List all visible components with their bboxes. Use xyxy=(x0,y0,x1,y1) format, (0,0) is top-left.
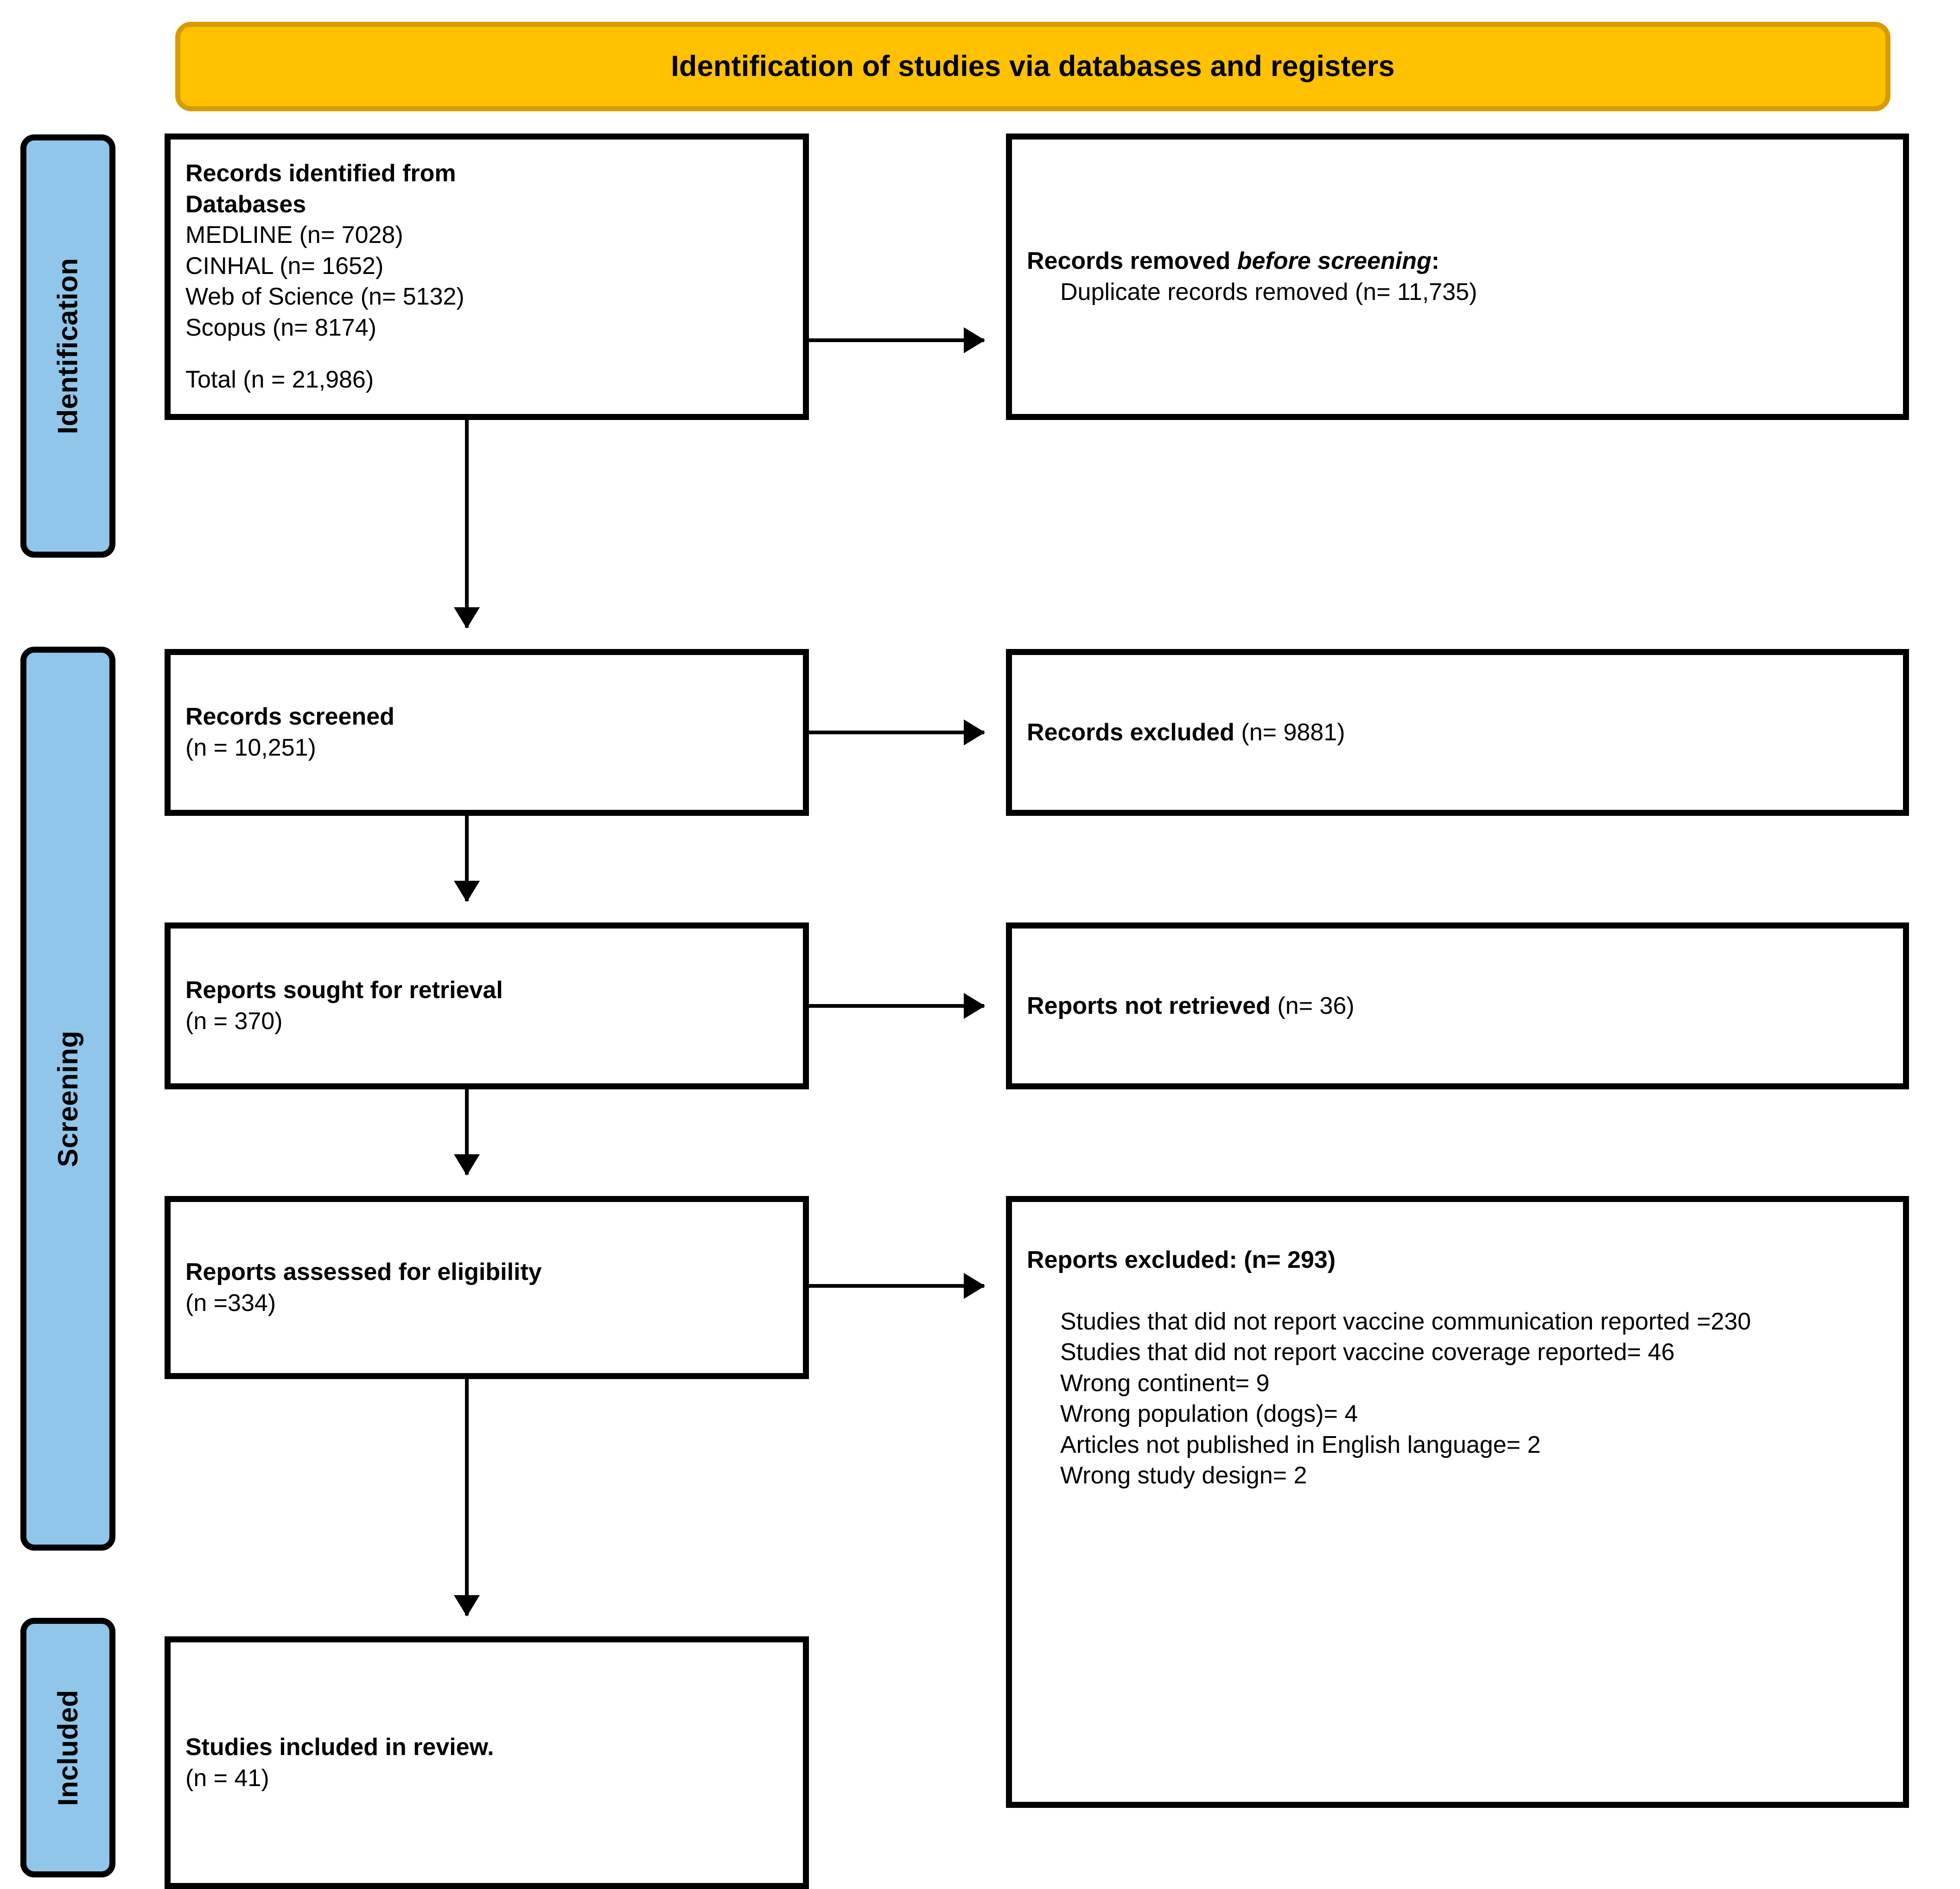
reports-not-retrieved-count: (n= 36) xyxy=(1277,992,1355,1019)
box-reports-excluded-detail: Reports excluded: (n= 293) Studies that … xyxy=(1006,1196,1909,1808)
stage-label-included: Included xyxy=(52,1689,83,1806)
studies-included-heading: Studies included in review. xyxy=(185,1733,494,1761)
records-excluded-count: (n= 9881) xyxy=(1241,719,1345,746)
reports-not-retrieved-heading: Reports not retrieved xyxy=(1027,992,1278,1019)
arrow-identified-to-screened xyxy=(465,420,469,628)
box-records-removed-before-screening: Records removed before screening: Duplic… xyxy=(1006,134,1909,420)
stage-label-screening: Screening xyxy=(52,1030,84,1167)
reports-sought-count: (n = 370) xyxy=(185,1008,283,1035)
arrow-sought-to-not-retrieved xyxy=(809,1004,984,1008)
box-records-identified-content: Records identified from Databases MEDLIN… xyxy=(185,158,788,395)
box-records-removed-content: Records removed before screening: Duplic… xyxy=(1027,246,1888,307)
box-reports-assessed-content: Reports assessed for eligibility (n =334… xyxy=(185,1257,788,1318)
box-reports-sought-content: Reports sought for retrieval (n = 370) xyxy=(185,975,788,1037)
records-removed-heading-emphasis: before screening xyxy=(1237,248,1432,275)
arrow-sought-to-assessed xyxy=(465,1089,469,1175)
arrow-screened-to-excluded xyxy=(809,731,984,734)
arrow-screened-to-sought xyxy=(465,816,469,901)
blank-line-spacer xyxy=(185,343,788,364)
studies-included-count: (n = 41) xyxy=(185,1764,269,1792)
records-removed-heading-prefix: Records removed xyxy=(1027,248,1237,275)
identification-banner: Identification of studies via databases … xyxy=(175,22,1890,111)
stage-label-identification: Identification xyxy=(52,258,83,434)
box-reports-not-retrieved: Reports not retrieved (n= 36) xyxy=(1006,922,1909,1089)
box-reports-excluded-detail-content: Reports excluded: (n= 293) Studies that … xyxy=(1027,1245,1888,1491)
box-records-excluded-content: Records excluded (n= 9881) xyxy=(1027,717,1888,748)
reports-excluded-heading: Reports excluded: (n= 293) xyxy=(1027,1247,1336,1273)
box-studies-included: Studies included in review. (n = 41) xyxy=(165,1636,809,1889)
reports-assessed-heading: Reports assessed for eligibility xyxy=(185,1258,542,1285)
exclusion-reason-not-english: Articles not published in English langua… xyxy=(1060,1431,1541,1458)
arrow-identified-to-removed xyxy=(809,338,984,342)
exclusion-reason-wrong-study-design: Wrong study design= 2 xyxy=(1060,1462,1307,1489)
exclusion-reason-vaccine-coverage: Studies that did not report vaccine cove… xyxy=(1060,1339,1675,1366)
stage-bar-screening: Screening xyxy=(20,647,115,1551)
box-reports-assessed: Reports assessed for eligibility (n =334… xyxy=(165,1196,809,1379)
exclusion-reason-wrong-continent: Wrong continent= 9 xyxy=(1060,1369,1270,1397)
box-records-screened-content: Records screened (n = 10,251) xyxy=(185,701,788,763)
reports-sought-heading: Reports sought for retrieval xyxy=(185,977,503,1004)
stage-bar-included: Included xyxy=(20,1618,115,1877)
box-records-identified: Records identified from Databases MEDLIN… xyxy=(165,134,809,420)
stage-bar-identification: Identification xyxy=(20,134,115,558)
source-web-of-science: Web of Science (n= 5132) xyxy=(185,283,465,311)
records-identified-total: Total (n = 21,986) xyxy=(185,366,374,394)
source-scopus: Scopus (n= 8174) xyxy=(185,314,376,341)
reports-assessed-count: (n =334) xyxy=(185,1289,276,1317)
box-reports-not-retrieved-content: Reports not retrieved (n= 36) xyxy=(1027,991,1888,1022)
source-medline: MEDLINE (n= 7028) xyxy=(185,222,403,249)
exclusion-reason-vaccine-communication: Studies that did not report vaccine comm… xyxy=(1060,1308,1751,1335)
box-records-screened: Records screened (n = 10,251) xyxy=(165,649,809,816)
banner-title: Identification of studies via databases … xyxy=(671,50,1395,83)
records-screened-heading: Records screened xyxy=(185,703,395,731)
duplicate-records-removed: Duplicate records removed (n= 11,735) xyxy=(1060,279,1477,305)
arrow-assessed-to-included xyxy=(465,1379,469,1616)
records-screened-count: (n = 10,251) xyxy=(185,734,316,761)
exclusion-reason-wrong-population: Wrong population (dogs)= 4 xyxy=(1060,1400,1358,1428)
box-reports-sought: Reports sought for retrieval (n = 370) xyxy=(165,922,809,1089)
records-identified-heading-line2: Databases xyxy=(185,191,306,218)
box-records-excluded: Records excluded (n= 9881) xyxy=(1006,649,1909,816)
records-excluded-heading: Records excluded xyxy=(1027,719,1241,746)
arrow-assessed-to-reports-excluded xyxy=(809,1284,984,1288)
records-removed-heading-suffix: : xyxy=(1431,248,1440,275)
source-cinhal: CINHAL (n= 1652) xyxy=(185,252,384,280)
records-identified-heading-line1: Records identified from xyxy=(185,160,456,187)
box-studies-included-content: Studies included in review. (n = 41) xyxy=(185,1732,788,1794)
